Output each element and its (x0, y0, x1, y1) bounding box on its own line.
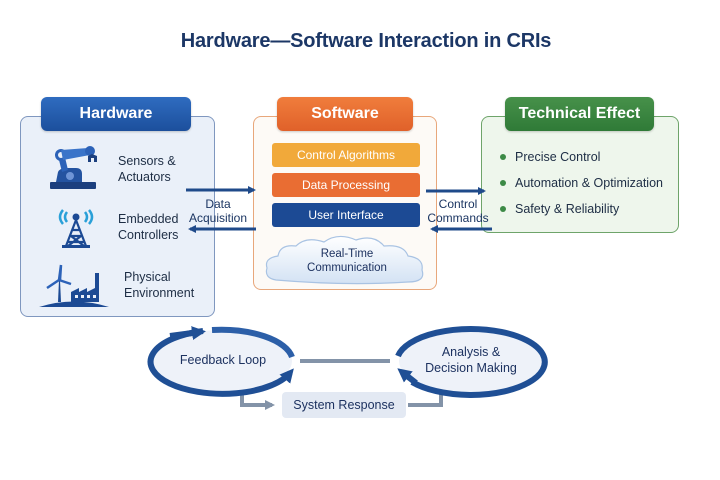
connector-label: Acquisition (188, 211, 248, 225)
technical-effect-panel (481, 116, 679, 233)
analysis-label: Analysis & (441, 345, 501, 359)
analysis-decision-label: Analysis & Decision Making (400, 344, 542, 376)
list-item: Automation & Optimization (500, 170, 663, 196)
control-commands-label: Control Commands (422, 197, 494, 225)
hardware-header: Hardware (41, 97, 191, 131)
hardware-item-controllers: Embedded Controllers (48, 204, 208, 250)
response-to-analysis-line (408, 393, 443, 407)
cloud-label: Communication (307, 262, 387, 274)
software-header: Software (277, 97, 413, 131)
feedback-loop-label: Feedback Loop (179, 353, 267, 367)
antenna-tower-icon (58, 209, 94, 248)
hardware-item-label: Actuators (118, 170, 171, 184)
bullet-icon (500, 154, 506, 160)
cloud-label: Real-Time (320, 248, 374, 260)
technical-effect-header: Technical Effect (505, 97, 654, 131)
system-response-box: System Response (282, 392, 406, 418)
software-layer-data-processing: Data Processing (272, 173, 420, 197)
hardware-item-environment: Physical Environment (38, 262, 198, 308)
technical-effect-list: Precise Control Automation & Optimizatio… (500, 144, 663, 222)
real-time-communication: Real-Time Communication (270, 247, 424, 275)
list-item: Safety & Reliability (500, 196, 663, 222)
hardware-item-sensors: Sensors & Actuators (48, 146, 208, 192)
list-item-label: Safety & Reliability (515, 202, 620, 216)
feedback-to-response-arrow (240, 392, 275, 410)
software-layer-user-interface: User Interface (272, 203, 420, 227)
connector-label: Data (205, 197, 231, 211)
list-item-label: Automation & Optimization (515, 176, 663, 190)
data-acquisition-label: Data Acquisition (183, 197, 253, 225)
connector-label: Commands (427, 211, 489, 225)
bullet-icon (500, 206, 506, 212)
page-title: Hardware—Software Interaction in CRIs (180, 30, 552, 52)
robot-arm-icon (50, 146, 97, 189)
hardware-item-label: Sensors & (118, 154, 176, 168)
connector-label: Control (438, 197, 478, 211)
list-item-label: Precise Control (515, 150, 601, 164)
factory-wind-turbine-icon (39, 264, 109, 307)
bullet-icon (500, 180, 506, 186)
software-layer-control-algorithms: Control Algorithms (272, 143, 420, 167)
hardware-item-label: Physical (124, 270, 171, 284)
hardware-item-label: Environment (124, 286, 195, 300)
hardware-item-label: Embedded (118, 212, 179, 226)
list-item: Precise Control (500, 144, 663, 170)
feedback-loop-arrowhead (169, 326, 206, 340)
cloud-icon (265, 235, 424, 285)
analysis-label: Decision Making (425, 361, 517, 375)
hardware-item-label: Controllers (118, 228, 179, 242)
